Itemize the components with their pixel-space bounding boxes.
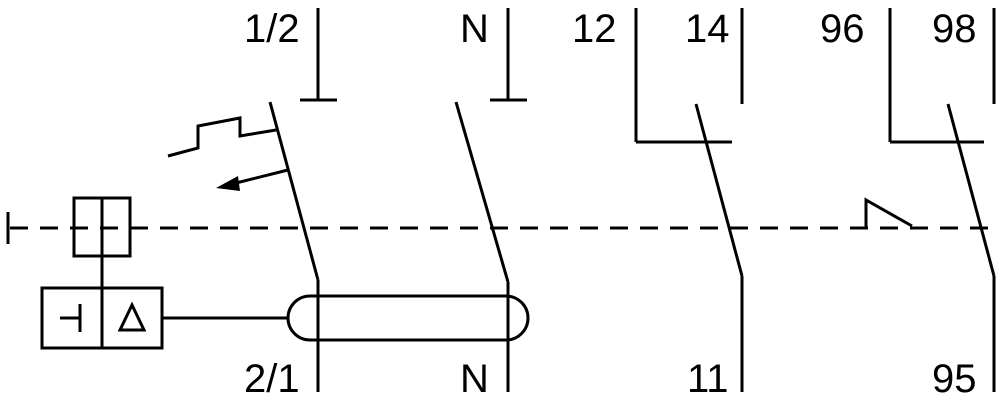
neutral-pole: [454, 8, 527, 392]
terminal-label-top-alarm-no: 98: [932, 7, 977, 51]
alarm-moving-contact: [946, 103, 996, 277]
terminal-label-bottom-aux-common: 11: [687, 357, 729, 401]
terminal-label-bottom-alarm-common: 95: [932, 357, 977, 401]
terminal-label-top-phase: 1/2: [244, 7, 300, 51]
test-button-icon: [72, 196, 132, 288]
terminal-label-top-aux-no: 14: [685, 7, 730, 51]
terminal-label-top-alarm-nc: 96: [820, 7, 865, 51]
terminal-label-bottom-neutral: N: [460, 357, 489, 401]
aux-moving-contact: [694, 103, 744, 277]
auxiliary-contact: [634, 8, 744, 392]
trip-latch-icon: [852, 197, 913, 230]
terminal-label-top-neutral: N: [460, 7, 489, 51]
magnetic-release-arrow-icon: [216, 168, 289, 191]
toroidal-transformer-icon: [286, 294, 530, 342]
terminal-label-top-aux-nc: 12: [572, 7, 617, 51]
terminal-label-bottom-phase: 2/1: [244, 357, 300, 401]
triangle-icon: [117, 301, 147, 332]
trip-relay-block: [40, 286, 288, 350]
phase-moving-contact: [268, 101, 320, 281]
phase-pole: [268, 8, 337, 392]
thermal-release-icon: [167, 116, 277, 158]
neutral-moving-contact: [454, 101, 510, 283]
alarm-contact: [888, 8, 996, 392]
